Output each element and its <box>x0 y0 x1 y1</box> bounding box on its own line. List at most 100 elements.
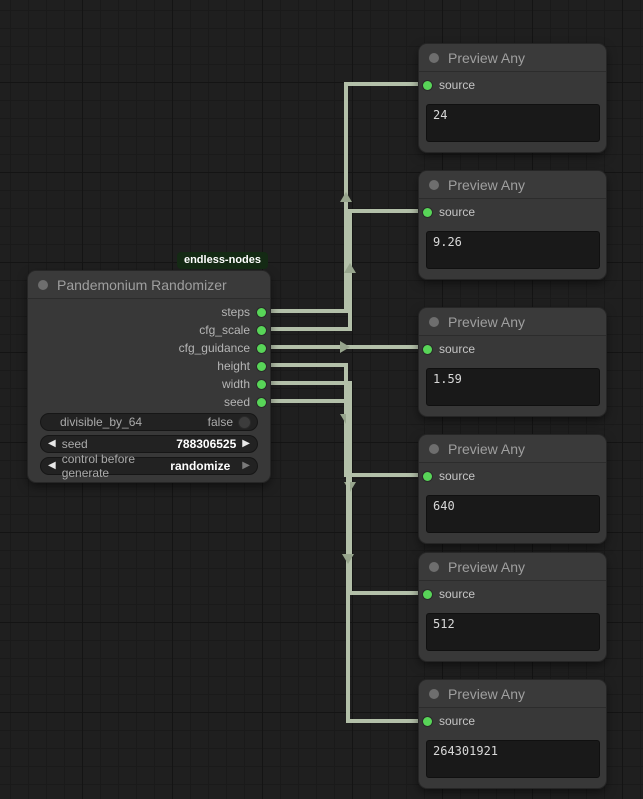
collapse-dot-icon[interactable] <box>429 688 439 699</box>
collapse-dot-icon[interactable] <box>38 279 48 290</box>
input-label: source <box>439 469 476 483</box>
wire-width <box>348 591 430 595</box>
collapse-dot-icon[interactable] <box>429 316 439 327</box>
toggle-label: divisible_by_64 <box>60 415 143 429</box>
collapse-dot-icon[interactable] <box>429 443 439 454</box>
node-title: Pandemonium Randomizer <box>57 276 227 293</box>
output-dot-width[interactable] <box>257 379 266 389</box>
input-label: source <box>439 342 476 356</box>
output-slot-cfg-scale: cfg_scale <box>28 321 270 339</box>
output-dot-seed[interactable] <box>257 397 266 407</box>
output-slot-seed: seed <box>28 393 270 411</box>
increment-arrow-icon[interactable]: ▶ <box>242 438 250 449</box>
node-title-bar[interactable]: Pandemonium Randomizer <box>28 271 270 299</box>
flow-arrow-icon <box>344 263 356 273</box>
wire-height <box>344 473 430 477</box>
input-dot-source[interactable] <box>423 80 432 90</box>
output-slot-height: height <box>28 357 270 375</box>
preview-value-box[interactable]: 264301921 <box>426 740 600 778</box>
input-dot-source[interactable] <box>423 471 432 481</box>
input-dot-source[interactable] <box>423 589 432 599</box>
wire-steps <box>264 309 348 313</box>
output-dot-cfg-scale[interactable] <box>257 325 266 335</box>
wire-height <box>264 363 348 367</box>
node-title-bar[interactable]: Preview Any <box>419 553 606 581</box>
node-title-bar[interactable]: Preview Any <box>419 44 606 72</box>
node-title: Preview Any <box>448 313 526 330</box>
input-label: source <box>439 587 476 601</box>
combo-widget-control-before-generate[interactable]: ◀ control before generate randomize ▶ <box>40 452 258 480</box>
output-label: seed <box>223 395 250 409</box>
preview-value-box[interactable]: 1.59 <box>426 368 600 406</box>
wire-cfg-scale <box>264 327 352 331</box>
output-label: height <box>217 359 250 373</box>
seed-widget-label: seed <box>61 437 88 451</box>
wire-seed <box>264 399 350 403</box>
toggle-widget-divisible-by-64[interactable]: divisible_by_64 false <box>40 413 258 431</box>
preview-value-box[interactable]: 9.26 <box>426 231 600 269</box>
node-pack-badge: endless-nodes <box>176 252 268 269</box>
output-slot-steps: steps <box>28 303 270 321</box>
input-label: source <box>439 78 476 92</box>
input-dot-source[interactable] <box>423 716 432 726</box>
output-label: steps <box>221 305 250 319</box>
output-slot-cfg-guidance: cfg_guidance <box>28 339 270 357</box>
node-title-bar[interactable]: Preview Any <box>419 680 606 708</box>
node-preview-any-4[interactable]: Preview Any source 640 <box>419 435 606 543</box>
node-title-bar[interactable]: Preview Any <box>419 171 606 199</box>
preview-value-box[interactable]: 512 <box>426 613 600 651</box>
input-slot-source: source <box>419 340 606 358</box>
node-preview-any-3[interactable]: Preview Any source 1.59 <box>419 308 606 416</box>
toggle-knob-icon[interactable] <box>239 416 250 428</box>
node-title: Preview Any <box>448 176 526 193</box>
collapse-dot-icon[interactable] <box>429 179 439 190</box>
collapse-dot-icon[interactable] <box>429 52 439 63</box>
node-title: Preview Any <box>448 440 526 457</box>
output-dot-steps[interactable] <box>257 307 266 317</box>
wire-seed <box>346 719 430 723</box>
output-label: cfg_scale <box>199 323 250 337</box>
output-slots: steps cfg_scale cfg_guidance height widt… <box>28 303 270 411</box>
node-title: Preview Any <box>448 49 526 66</box>
flow-arrow-icon <box>342 554 354 564</box>
node-title-bar[interactable]: Preview Any <box>419 308 606 336</box>
flow-arrow-icon <box>340 192 352 202</box>
node-title: Preview Any <box>448 685 526 702</box>
input-slot-source: source <box>419 76 606 94</box>
node-preview-any-6[interactable]: Preview Any source 264301921 <box>419 680 606 788</box>
combo-widget-value[interactable]: randomize <box>170 459 231 473</box>
preview-value-box[interactable]: 24 <box>426 104 600 142</box>
output-label: cfg_guidance <box>178 341 250 355</box>
flow-arrow-icon <box>344 482 356 492</box>
output-slot-width: width <box>28 375 270 393</box>
prev-option-arrow-icon[interactable]: ◀ <box>48 460 56 471</box>
input-slot-source: source <box>419 467 606 485</box>
next-option-arrow-icon[interactable]: ▶ <box>242 460 250 471</box>
wire-steps <box>344 82 430 86</box>
collapse-dot-icon[interactable] <box>429 561 439 572</box>
input-label: source <box>439 205 476 219</box>
toggle-value: false <box>207 415 233 429</box>
node-preview-any-1[interactable]: Preview Any source 24 <box>419 44 606 152</box>
flow-arrow-icon <box>340 341 350 353</box>
combo-widget-label: control before generate <box>61 452 136 480</box>
preview-value-box[interactable]: 640 <box>426 495 600 533</box>
node-preview-any-2[interactable]: Preview Any source 9.26 <box>419 171 606 279</box>
input-dot-source[interactable] <box>423 207 432 217</box>
output-dot-height[interactable] <box>257 361 266 371</box>
input-slot-source: source <box>419 203 606 221</box>
seed-widget-value[interactable]: 788306525 <box>176 437 237 451</box>
input-slot-source: source <box>419 712 606 730</box>
node-pandemonium-randomizer[interactable]: endless-nodes Pandemonium Randomizer ste… <box>28 252 270 482</box>
input-dot-source[interactable] <box>423 344 432 354</box>
node-title-bar[interactable]: Preview Any <box>419 435 606 463</box>
number-widget-seed[interactable]: ◀ seed 788306525 ▶ <box>40 435 258 453</box>
output-label: width <box>221 377 250 391</box>
node-preview-any-5[interactable]: Preview Any source 512 <box>419 553 606 661</box>
output-dot-cfg-guidance[interactable] <box>257 343 266 353</box>
node-title: Preview Any <box>448 558 526 575</box>
wire-cfg-scale <box>348 209 430 213</box>
decrement-arrow-icon[interactable]: ◀ <box>48 438 56 449</box>
input-label: source <box>439 714 476 728</box>
